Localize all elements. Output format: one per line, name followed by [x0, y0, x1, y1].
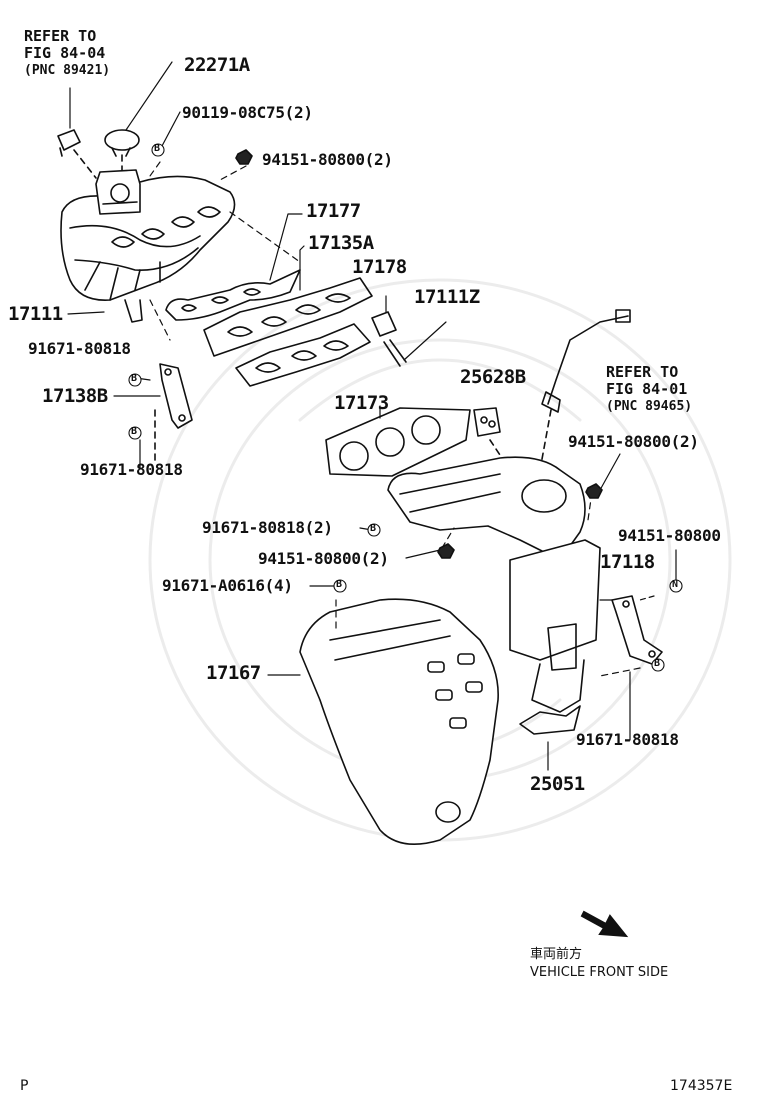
marker-circles — [128, 143, 683, 672]
marker-b: B — [154, 143, 161, 154]
part-label-91671-c[interactable]: 91671-80818 — [576, 730, 679, 749]
nut-icons — [235, 149, 603, 559]
part-label-91671-A0616[interactable]: 91671-A0616(4) — [162, 576, 293, 595]
refer-line: REFER TO — [24, 27, 97, 45]
part-label-17177[interactable]: 17177 — [306, 200, 361, 222]
bracket-17138B — [113, 363, 193, 461]
part-label-17173[interactable]: 17173 — [334, 392, 389, 414]
marker-b: B — [370, 523, 377, 534]
refer-line: FIG 84-04 — [24, 44, 106, 62]
part-label-25051[interactable]: 25051 — [530, 773, 585, 795]
part-label-91671-a[interactable]: 91671-80818 — [28, 339, 131, 358]
marker-b: B — [336, 579, 343, 590]
part-label-94151-top[interactable]: 94151-80800(2) — [262, 150, 393, 169]
plate-17135A — [203, 245, 373, 357]
refer-pnc: (PNC 89465) — [606, 399, 693, 414]
part-label-91671-b[interactable]: 91671-80818 — [80, 460, 183, 479]
catalytic-converter-25051 — [387, 456, 601, 771]
front-direction-arrow-icon — [580, 910, 629, 938]
part-label-17135A[interactable]: 17135A — [308, 232, 374, 254]
refer-pnc: (PNC 89421) — [24, 63, 111, 78]
oxygen-sensor — [539, 309, 631, 471]
part-label-17111Z[interactable]: 17111Z — [414, 286, 480, 308]
part-label-90119[interactable]: 90119-08C75(2) — [182, 103, 313, 122]
part-label-25628B[interactable]: 25628B — [460, 366, 526, 388]
footer-figure-id: 174357E — [670, 1078, 733, 1094]
marker-b: B — [654, 658, 661, 669]
marker-b: B — [131, 426, 138, 437]
part-label-94151-single[interactable]: 94151-80800 — [618, 526, 721, 545]
part-label-91671-2[interactable]: 91671-80818(2) — [202, 518, 333, 537]
part-label-17167[interactable]: 17167 — [206, 662, 261, 684]
exhaust-manifold-17111 — [60, 169, 236, 323]
part-label-17138B[interactable]: 17138B — [42, 385, 108, 407]
gasket-lower — [235, 323, 371, 387]
part-label-94151-right[interactable]: 94151-80800(2) — [568, 432, 699, 451]
part-label-22271A[interactable]: 22271A — [184, 54, 250, 76]
vehicle-front-en: VEHICLE FRONT SIDE — [530, 965, 669, 980]
bracket-17118 — [599, 595, 663, 665]
part-label-17118[interactable]: 17118 — [600, 551, 655, 573]
footer-left-code: P — [20, 1078, 29, 1094]
heat-insulator-17167 — [267, 598, 499, 846]
refer-line: FIG 84-01 — [606, 380, 688, 398]
refer-line: REFER TO — [606, 363, 679, 381]
gasket-ring-22271A — [104, 61, 173, 171]
marker-b: B — [131, 373, 138, 384]
gasket-17173 — [325, 405, 471, 477]
part-label-94151-mid[interactable]: 94151-80800(2) — [258, 549, 389, 568]
stud-17178 — [371, 295, 447, 367]
refer-to-fig-84-01[interactable]: REFER TO FIG 84-01 (PNC 89465) — [606, 364, 692, 415]
refer-to-fig-84-04[interactable]: REFER TO FIG 84-04 (PNC 89421) — [24, 28, 110, 79]
part-label-17111[interactable]: 17111 — [8, 303, 63, 325]
marker-n: N — [672, 579, 679, 590]
gasket-17177 — [165, 213, 303, 321]
part-label-17178[interactable]: 17178 — [352, 256, 407, 278]
bracket-25628B — [473, 407, 511, 471]
sensor-ref-89421 — [57, 87, 97, 179]
vehicle-front-jp: 車両前方 — [530, 947, 583, 962]
